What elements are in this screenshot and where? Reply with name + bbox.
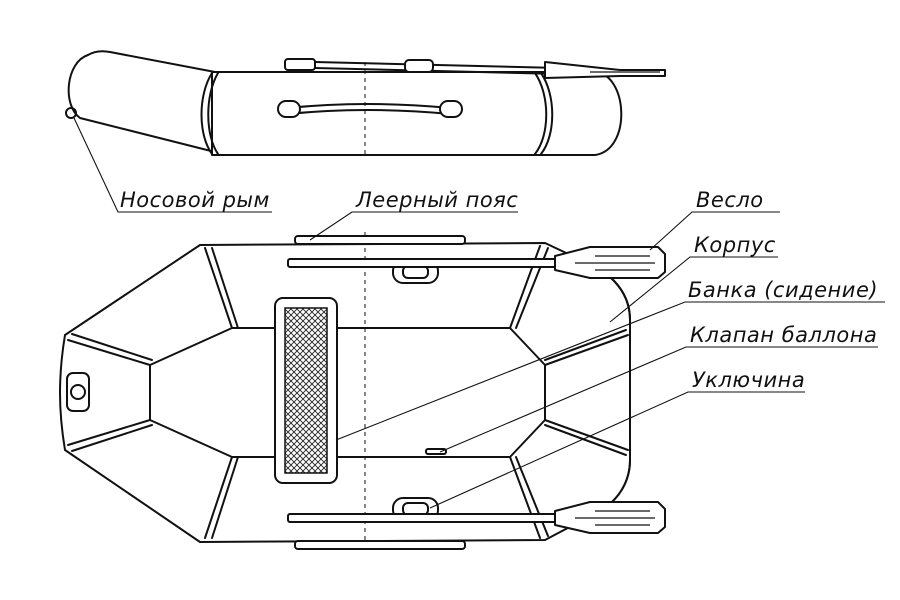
- seam-upper-1: [204, 247, 233, 329]
- leader-oarlock: [429, 391, 805, 509]
- seam-lower-1b: [211, 456, 239, 539]
- top-valve: [425, 448, 447, 455]
- callout-oar: Весло: [649, 188, 780, 251]
- side-oar-blade: [544, 61, 666, 79]
- label-valve: Клапан баллона: [690, 323, 877, 347]
- side-bow-tube: [67, 50, 216, 153]
- top-oar-upper-shaft: [287, 258, 569, 268]
- seam-bow-upper: [67, 339, 151, 366]
- callout-seat: Банка (сидение): [335, 278, 885, 441]
- side-oar-shaft: [314, 61, 561, 75]
- side-handle-right-mount: [439, 100, 463, 118]
- top-bow-ring: [70, 384, 86, 400]
- leader-hull: [609, 256, 778, 323]
- seam-bow-lower: [67, 419, 151, 446]
- seam-upper-1b: [211, 247, 239, 329]
- leader-bow-ring: [73, 117, 272, 213]
- callout-valve: Клапан баллона: [439, 323, 878, 453]
- seam-lower-3b: [544, 424, 627, 456]
- callout-hull: Корпус: [609, 233, 778, 323]
- top-seat-mesh: [284, 307, 328, 474]
- leader-oar: [649, 211, 780, 251]
- label-seat: Банка (сидение): [688, 278, 878, 302]
- side-handle-left-mount: [277, 100, 301, 118]
- side-hull-body: [211, 71, 623, 156]
- leader-seat: [335, 301, 885, 441]
- label-lifeline: Леерный пояс: [355, 188, 518, 212]
- top-inner-floor: [149, 327, 546, 458]
- side-oar-grip: [284, 58, 316, 71]
- seam-bow-upper-b: [71, 333, 153, 361]
- label-bow-ring: Носовой рым: [120, 188, 270, 212]
- side-oarlock: [404, 59, 434, 73]
- callout-lifeline: Леерный пояс: [309, 188, 518, 241]
- side-bow-ring: [65, 107, 77, 119]
- label-oarlock: Уключина: [692, 368, 805, 392]
- label-oar: Весло: [696, 188, 764, 212]
- seam-lower-3: [544, 419, 629, 451]
- side-handle-lower: [287, 109, 451, 115]
- boat-side-view: [65, 50, 666, 158]
- boat-top-view: [59, 232, 666, 550]
- side-seam-right: [534, 72, 548, 155]
- seam-upper-3: [544, 334, 629, 366]
- seam-bow-lower-b: [71, 424, 153, 452]
- top-bow-ring-plate: [66, 372, 90, 412]
- callout-oarlock: Уключина: [429, 368, 805, 509]
- seam-lower-1: [204, 456, 233, 539]
- side-seam-right-inner: [540, 72, 554, 155]
- label-hull: Корпус: [694, 233, 776, 257]
- side-seam-left-inner: [207, 72, 219, 155]
- side-seam-left: [200, 72, 213, 155]
- lifeline-strip-top: [294, 235, 466, 245]
- seam-upper-3b: [544, 329, 627, 361]
- seam-lower-2: [509, 456, 541, 539]
- side-handle: [287, 103, 451, 109]
- top-stern-strip: [597, 267, 631, 513]
- callout-bow-ring: Носовой рым: [73, 117, 272, 213]
- leader-lifeline: [309, 211, 518, 241]
- lifeline-strip-bottom: [294, 540, 466, 550]
- leader-valve: [439, 346, 878, 453]
- top-oar-lower-shaft: [287, 513, 569, 523]
